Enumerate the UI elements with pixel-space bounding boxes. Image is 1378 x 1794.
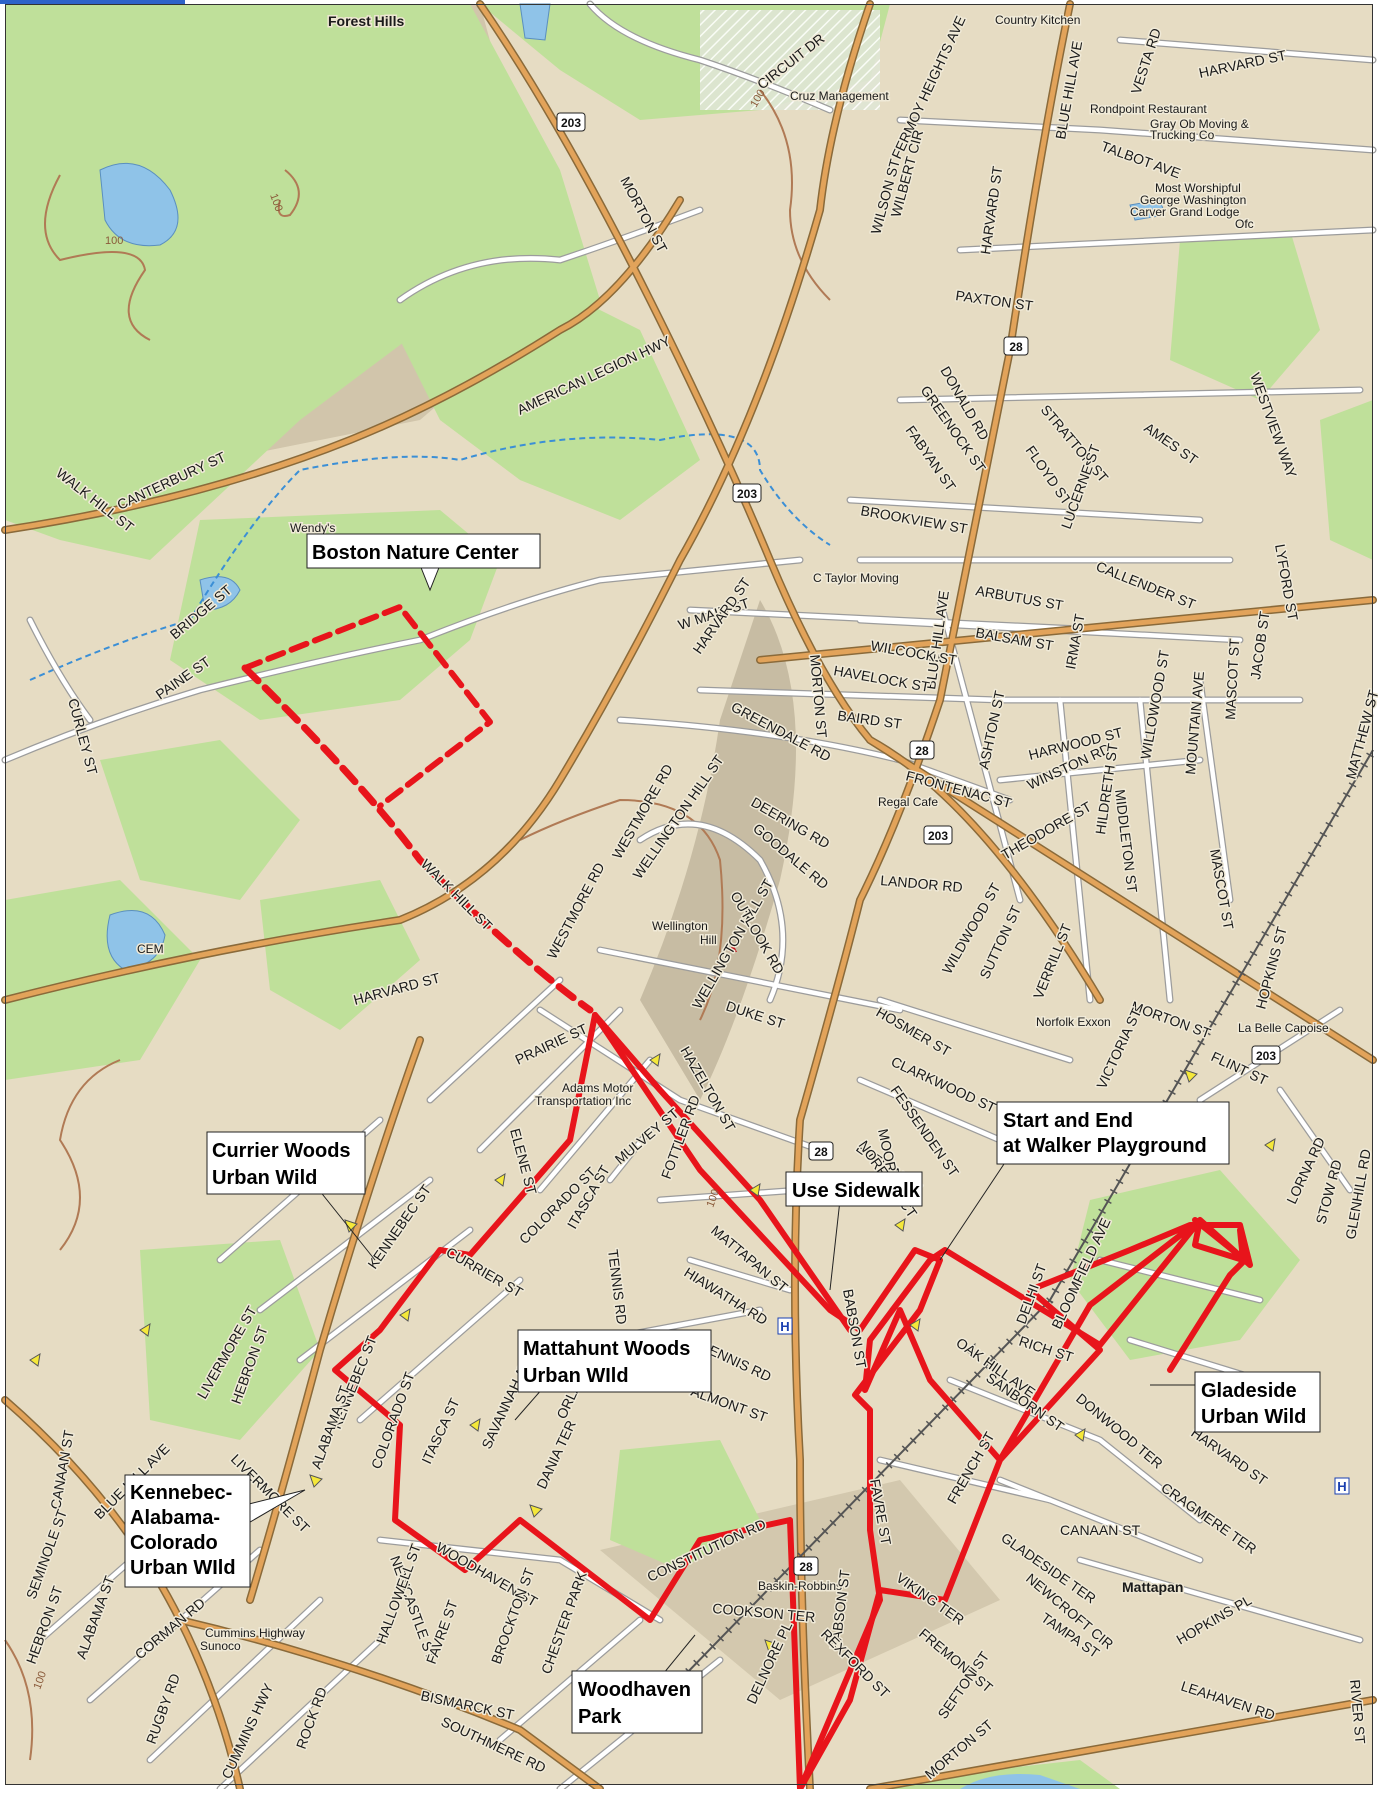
svg-text:Baskin-Robbins: Baskin-Robbins [758,1579,842,1593]
svg-text:Norfolk Exxon: Norfolk Exxon [1036,1015,1111,1029]
route-dashed-nature-center [242,604,493,809]
svg-text:Start and End: Start and End [1003,1110,1133,1132]
place-forest-hills: Forest Hills [328,13,404,29]
shield-28-c: 28 [808,1141,834,1161]
svg-text:Urban WIld: Urban WIld [523,1365,629,1387]
svg-text:Mattahunt Woods: Mattahunt Woods [523,1338,690,1360]
route-solid-main [332,1012,1253,1792]
hospital-icons: H H [777,1317,1350,1495]
callouts: Boston Nature Center Currier Woods Urban… [124,533,1321,1734]
svg-text:100: 100 [105,235,123,247]
svg-text:Park: Park [578,1706,622,1728]
place-mattapan: Mattapan [1122,1579,1183,1595]
svg-text:Colorado: Colorado [130,1532,218,1554]
river [960,1773,1080,1789]
svg-text:Woodhaven: Woodhaven [578,1679,691,1701]
summit-marker [729,944,737,952]
svg-text:Transportation Inc: Transportation Inc [535,1094,631,1108]
hospital-icon: H [777,1317,793,1335]
svg-text:28: 28 [814,1145,828,1159]
svg-text:Cruz Management: Cruz Management [790,89,889,103]
shield-203-d: 203 [1251,1045,1281,1065]
green-areas [5,4,1373,1789]
walking-route [241,604,1253,1792]
svg-text:H: H [780,1319,789,1334]
callout-currier-woods: Currier Woods Urban Wild [206,1131,376,1261]
svg-text:Ofc: Ofc [1235,217,1254,231]
svg-text:at Walker Playground: at Walker Playground [1003,1135,1207,1157]
svg-text:203: 203 [561,116,581,130]
callout-woodhaven: Woodhaven Park [571,1634,703,1734]
svg-text:28: 28 [915,744,929,758]
svg-text:George Washington: George Washington [1140,193,1246,207]
place-names: Forest Hills Wellington Hill Mattapan [327,12,1185,1597]
svg-text:Urban Wild: Urban Wild [212,1167,317,1189]
svg-text:203: 203 [1256,1049,1276,1063]
route-shields: 203 203 28 28 28 203 203 28 [556,112,1281,1576]
place-wellington: Wellington [652,919,708,933]
hospital-icon: H [1334,1477,1350,1495]
svg-text:C Taylor Moving: C Taylor Moving [813,571,899,585]
svg-text:100: 100 [32,1670,50,1691]
route-solid-loop [592,1012,943,1792]
svg-text:Carver Grand Lodge: Carver Grand Lodge [1130,205,1240,219]
svg-text:Gray Ob Moving &: Gray Ob Moving & [1150,117,1249,131]
svg-text:Urban WIld: Urban WIld [130,1557,236,1579]
railroad [677,747,1377,1683]
svg-text:Currier Woods: Currier Woods [212,1140,351,1162]
contour-lines [4,89,831,1761]
callout-start-end: Start and End at Walker Playground [939,1101,1230,1261]
svg-text:100: 100 [267,192,285,213]
svg-text:Regal Cafe: Regal Cafe [878,795,938,809]
callout-mattahunt-woods: Mattahunt Woods Urban WIld [514,1329,712,1421]
shield-203-b: 203 [732,483,762,503]
route-dashed-walk-hill [241,664,594,1014]
svg-text:100: 100 [705,1188,723,1209]
svg-text:Kennebec-: Kennebec- [130,1482,232,1504]
svg-text:Use Sidewalk: Use Sidewalk [792,1180,921,1202]
svg-text:Adams Motor: Adams Motor [562,1081,633,1095]
route-sidewalk [592,1012,853,1333]
svg-text:Rondpoint Restaurant: Rondpoint Restaurant [1090,102,1207,116]
svg-text:Urban Wild: Urban Wild [1201,1406,1306,1428]
shield-28-d: 28 [793,1556,819,1576]
svg-text:Alabama-: Alabama- [130,1507,220,1529]
svg-text:28: 28 [1009,340,1023,354]
svg-text:H: H [1337,1479,1346,1494]
svg-text:Sunoco: Sunoco [200,1639,241,1653]
svg-text:Boston Nature Center: Boston Nature Center [312,542,519,564]
top-tab-indicator [0,0,185,4]
svg-text:CANAAN ST: CANAAN ST [1060,1522,1141,1538]
shield-203-a: 203 [556,112,586,132]
callout-boston-nature-center: Boston Nature Center [306,533,541,592]
place-hill: Hill [700,933,717,947]
callout-use-sidewalk: Use Sidewalk [785,1171,923,1291]
svg-text:La Belle Capoise: La Belle Capoise [1238,1021,1329,1035]
svg-text:28: 28 [799,1560,813,1574]
direction-arrows [29,1053,1276,1653]
svg-text:CEM: CEM [137,942,164,956]
water-bodies [99,3,1166,971]
svg-text:Cummins Highway: Cummins Highway [205,1626,305,1640]
svg-text:Trucking Co: Trucking Co [1150,128,1215,142]
poi-labels: Country Kitchen Cruz Management Rondpoin… [136,12,1331,1655]
svg-text:Wendy's: Wendy's [290,521,335,535]
svg-text:203: 203 [928,829,948,843]
shield-28-a: 28 [1003,336,1029,356]
stream [29,433,831,681]
shield-203-c: 203 [923,825,953,845]
svg-text:Country Kitchen: Country Kitchen [995,13,1080,27]
callout-kennebec: Kennebec- Alabama- Colorado Urban WIld [124,1474,306,1588]
callout-gladeside: Gladeside Urban Wild [1150,1371,1321,1433]
svg-text:Most Worshipful: Most Worshipful [1155,181,1241,195]
svg-text:203: 203 [737,487,757,501]
route-solid-gladeside [1167,1217,1248,1373]
svg-text:MASCOT ST: MASCOT ST [1222,638,1242,721]
svg-text:Gladeside: Gladeside [1201,1380,1297,1402]
shield-28-b: 28 [909,740,935,760]
